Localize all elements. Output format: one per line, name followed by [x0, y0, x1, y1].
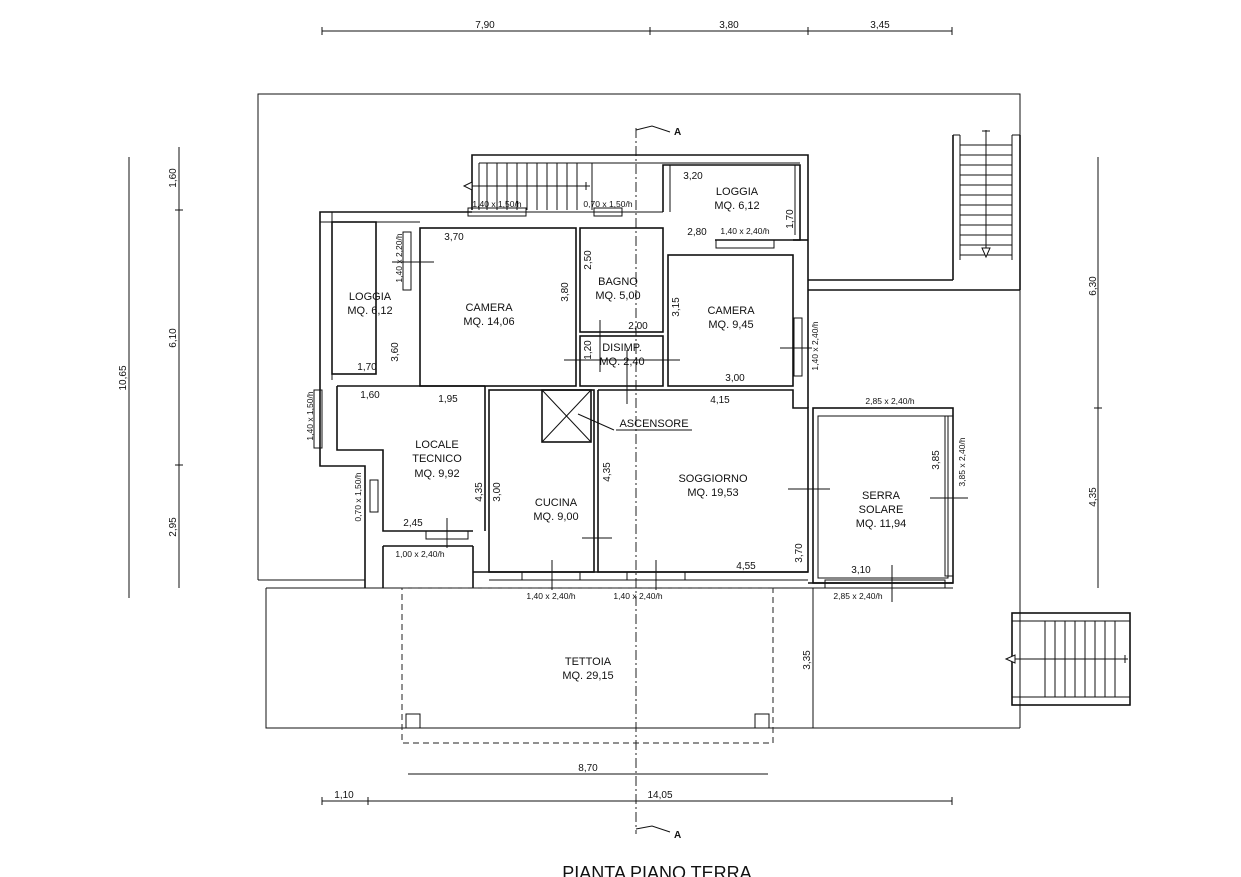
window-label-11: 2,85 x 2,40/h	[865, 396, 914, 406]
dim-280: 2,80	[687, 227, 707, 238]
window-label-13: 2,85 x 2,40/h	[833, 591, 882, 601]
dim-top-2: 3,80	[719, 20, 739, 31]
loggia-left-area: MQ. 6,12	[347, 305, 392, 317]
locale-tecnico-name-2: TECNICO	[412, 453, 462, 465]
section-marker-top: A	[674, 127, 681, 138]
right-dimension-lines: 6,30 4,35	[1088, 157, 1102, 588]
tettoia-area: MQ. 29,15	[562, 670, 613, 682]
dim-370: 3,70	[444, 232, 464, 243]
room-labels: LOGGIA MQ. 6,12 LOGGIA MQ. 6,12 CAMERA M…	[347, 186, 906, 682]
disimp-area: MQ. 2,40	[599, 356, 644, 368]
window-label-1: 1,40 x 1,50/h	[472, 199, 521, 209]
dim-bottom-b: 14,05	[647, 790, 672, 801]
dim-300b: 3,00	[492, 482, 503, 502]
dim-170a: 1,70	[785, 209, 796, 229]
camera-main-area: MQ. 14,06	[463, 316, 514, 328]
dim-120: 1,20	[583, 340, 594, 360]
dim-245: 2,45	[403, 518, 423, 529]
left-dimension-lines: 10,65 1,60 6,10 2,95	[118, 147, 183, 598]
window-label-3: 1,40 x 2,40/h	[720, 226, 769, 236]
loggia-top-area: MQ. 6,12	[714, 200, 759, 212]
dim-380: 3,80	[560, 282, 571, 302]
window-label-7: 0,70 x 1,50/h	[353, 472, 363, 521]
right-stair	[952, 130, 1021, 290]
dim-tettoia-width: 8,70	[578, 763, 598, 774]
window-label-5: 1,40 x 2,40/h	[810, 321, 820, 370]
soggiorno-area: MQ. 19,53	[687, 487, 738, 499]
top-stair	[462, 154, 809, 210]
loggia-top-name: LOGGIA	[716, 186, 759, 198]
openings	[313, 207, 968, 602]
cucina-area: MQ. 9,00	[533, 511, 578, 523]
window-label-2: 0,70 x 1,50/h	[583, 199, 632, 209]
cucina-name: CUCINA	[535, 497, 578, 509]
top-dimension-line: 7,90 3,80 3,45	[321, 20, 953, 35]
dim-195: 1,95	[438, 394, 458, 405]
plan-title: PIANTA PIANO TERRA	[562, 863, 751, 877]
dim-310: 3,10	[851, 565, 871, 576]
dim-top-3: 3,45	[870, 20, 890, 31]
dim-300a: 3,00	[725, 373, 745, 384]
section-marker-bottom: A	[674, 830, 681, 841]
tettoia-dims: 8,70 1,10 14,05 3,35	[321, 650, 953, 805]
locale-tecnico-name-1: LOCALE	[415, 439, 458, 451]
loggia-left-name: LOGGIA	[349, 291, 392, 303]
camera-small-name: CAMERA	[707, 305, 755, 317]
soggiorno-name: SOGGIORNO	[678, 473, 748, 485]
serra-name-2: SOLARE	[859, 504, 904, 516]
dim-bottom-a: 1,10	[334, 790, 354, 801]
bottom-right-stair	[1004, 612, 1131, 706]
dim-left-1: 1,60	[168, 168, 179, 188]
dim-370b: 3,70	[794, 543, 805, 563]
window-label-4: 1,40 x 2,20/h	[394, 233, 404, 282]
dim-315: 3,15	[671, 297, 682, 317]
inner-dims: 3,20 1,70 2,80 3,70 3,80 2,50 3,15 2,00 …	[357, 171, 942, 576]
dim-top-1: 7,90	[475, 20, 495, 31]
locale-tecnico-area: MQ. 9,92	[414, 468, 459, 480]
dim-385: 3,85	[931, 450, 942, 470]
dim-250: 2,50	[583, 250, 594, 270]
window-labels: 1,40 x 1,50/h 0,70 x 1,50/h 1,40 x 2,40/…	[305, 199, 967, 601]
dim-320: 3,20	[683, 171, 703, 182]
tettoia-name: TETTOIA	[565, 656, 612, 668]
dim-left-total: 10,65	[118, 365, 129, 390]
window-label-8: 1,00 x 2,40/h	[395, 549, 444, 559]
dim-415: 4,15	[710, 395, 730, 406]
dim-left-3: 2,95	[168, 517, 179, 537]
disimp-name: DISIMP.	[602, 342, 642, 354]
serra-area: MQ. 11,94	[856, 518, 907, 530]
section-line: A A	[635, 125, 681, 841]
window-label-12: 3,85 x 2,40/h	[957, 437, 967, 486]
dim-360: 3,60	[390, 342, 401, 362]
dim-435b: 4,35	[602, 462, 613, 482]
camera-small-area: MQ. 9,45	[708, 319, 753, 331]
bagno-name: BAGNO	[598, 276, 638, 288]
site-boundary	[257, 93, 1021, 729]
serra-name-1: SERRA	[862, 490, 901, 502]
dim-right-2: 4,35	[1088, 487, 1099, 507]
camera-main-name: CAMERA	[465, 302, 513, 314]
dim-200: 2,00	[628, 321, 648, 332]
dim-tettoia-depth: 3,35	[802, 650, 813, 670]
bagno-area: MQ. 5,00	[595, 290, 640, 302]
window-label-9: 1,40 x 2,40/h	[526, 591, 575, 601]
dim-170b: 1,70	[357, 362, 377, 373]
dim-435a: 4,35	[474, 482, 485, 502]
window-label-10: 1,40 x 2,40/h	[613, 591, 662, 601]
dim-160: 1,60	[360, 390, 380, 401]
dim-455: 4,55	[736, 561, 756, 572]
walls	[265, 164, 1020, 744]
window-label-6: 1,40 x 1,50/h	[305, 391, 315, 440]
ascensore-label: ASCENSORE	[619, 418, 688, 430]
dim-right-1: 6,30	[1088, 276, 1099, 296]
dim-left-2: 6,10	[168, 328, 179, 348]
